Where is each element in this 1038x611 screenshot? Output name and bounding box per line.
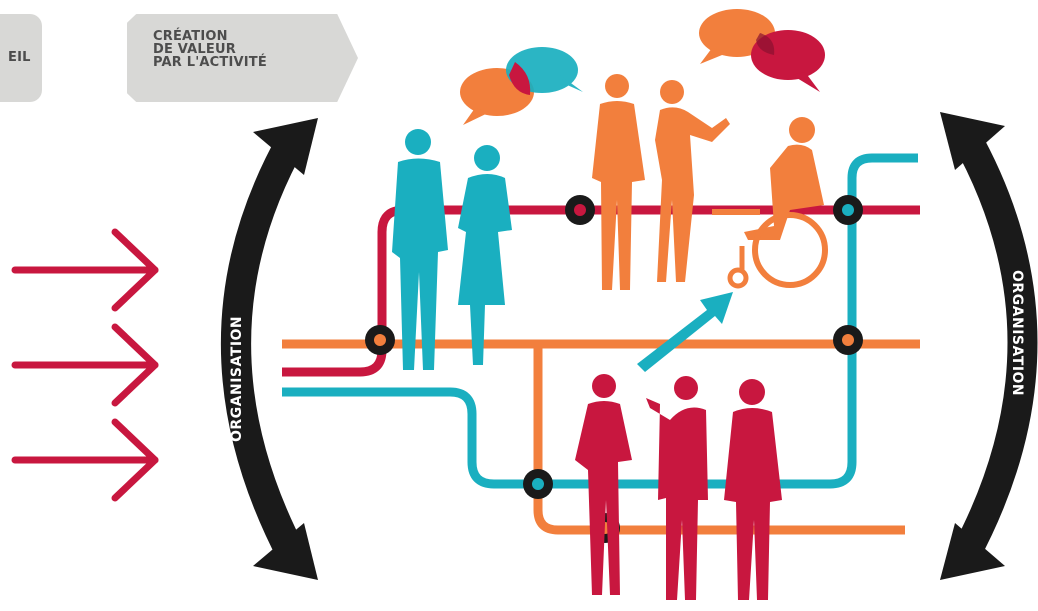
person-icon [575, 374, 632, 595]
person-icon [724, 379, 782, 600]
junction-node [565, 195, 595, 225]
stage-tag-left-label: EIL [8, 50, 31, 65]
person-icon [458, 145, 512, 365]
person-group-teal [392, 129, 512, 370]
arrow-right-icon [11, 228, 159, 312]
person-icon [655, 80, 730, 282]
speech-bubble-group-left [460, 47, 583, 125]
arrow-right-icon [11, 418, 159, 502]
stage-tag-value-creation-label: CRÉATION DE VALEUR PAR L'ACTIVITÉ [153, 29, 267, 70]
wheelchair-icon [712, 117, 828, 289]
organisation-label-left: ORGANISATION [229, 316, 245, 442]
junction-node [833, 195, 863, 225]
person-icon [392, 129, 448, 370]
person-group-orange [592, 74, 828, 290]
input-arrows [11, 228, 159, 502]
diagonal-arrow-icon [637, 292, 733, 372]
junction-node [833, 325, 863, 355]
stage-tag-left: EIL [0, 14, 42, 102]
double-arrow-icon: ORGANISATION [221, 118, 318, 580]
junction-node [523, 469, 553, 499]
speech-bubble-group-right [699, 9, 825, 92]
organisation-label-right: ORGANISATION [1009, 270, 1025, 396]
stage-tag-value-creation: CRÉATION DE VALEUR PAR L'ACTIVITÉ [127, 14, 358, 102]
person-icon [592, 74, 645, 290]
person-icon [646, 376, 708, 600]
arrow-right-icon [11, 323, 159, 407]
junction-node [365, 325, 395, 355]
person-group-crimson [575, 374, 782, 600]
double-arrow-icon: ORGANISATION [940, 112, 1038, 580]
